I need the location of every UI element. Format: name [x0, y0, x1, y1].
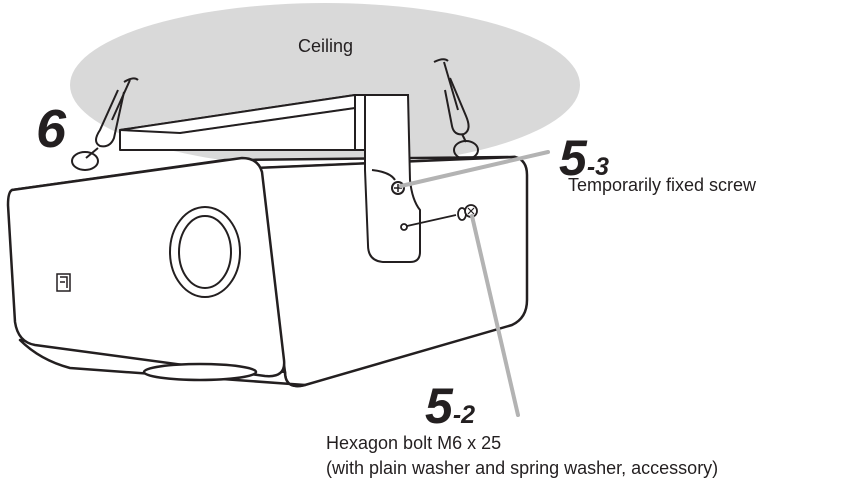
- bolt-caption-line1: Hexagon bolt M6 x 25: [326, 433, 502, 453]
- step-5-3-main: 5: [559, 130, 587, 186]
- ceiling-label: Ceiling: [298, 36, 354, 56]
- step-5-2-sub: -2: [452, 401, 476, 429]
- step-5-2-label: 5-2: [425, 381, 475, 431]
- hexagon-bolt-icon: [400, 204, 478, 231]
- projector-body: [6, 155, 529, 388]
- step-5-3-label: 5-3: [559, 133, 609, 183]
- projector-lens: [169, 206, 241, 298]
- leader-line-bolt: [470, 214, 520, 417]
- bracket-side-plate: [364, 94, 421, 263]
- logo-badge-icon: [56, 273, 71, 292]
- step-5-2-main: 5: [425, 378, 453, 434]
- safety-wire-left: [71, 77, 139, 171]
- leader-line-temp-screw: [399, 150, 550, 188]
- bolt-caption-line2: (with plain washer and spring washer, ac…: [326, 458, 719, 478]
- safety-wire-right: [433, 58, 479, 160]
- step-6-label: 6: [36, 99, 67, 159]
- step-5-3-sub: -3: [586, 153, 610, 181]
- temporary-screw-caption: Temporarily fixed screw: [568, 175, 757, 195]
